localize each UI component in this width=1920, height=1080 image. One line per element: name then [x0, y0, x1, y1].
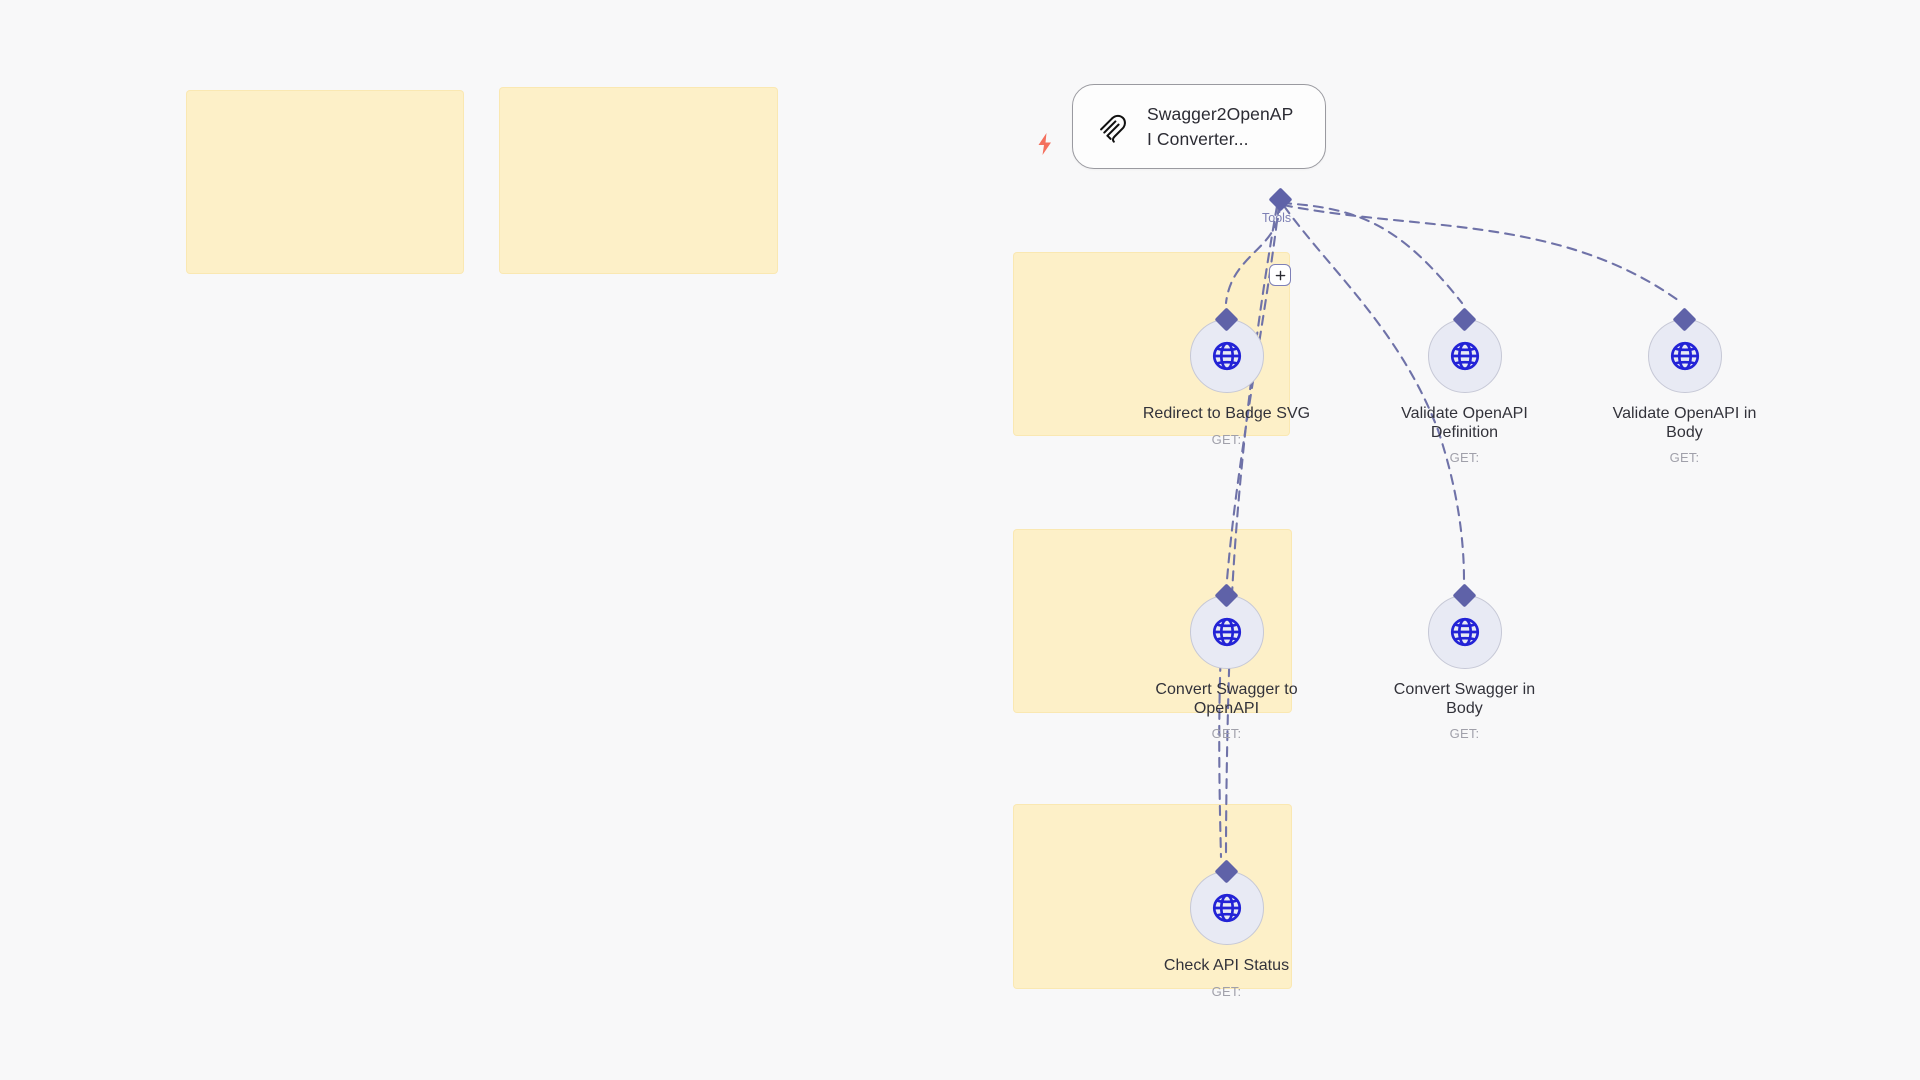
tool-node-validate-openapi-in-body[interactable]: Validate OpenAPI in Body GET:: [1597, 307, 1772, 466]
tool-node-label: Convert Swagger in Body: [1393, 681, 1536, 717]
add-tool-button[interactable]: [1269, 264, 1291, 286]
tool-node-method: GET:: [1211, 983, 1242, 999]
tool-node-label: Redirect to Badge SVG: [1142, 405, 1311, 422]
lightning-bolt-icon: [1034, 131, 1056, 157]
tools-handle-label: Tools: [1262, 211, 1292, 225]
tool-node-label: Check API Status: [1163, 957, 1290, 974]
tool-node-circle[interactable]: [1189, 307, 1264, 393]
tool-node-label: Validate OpenAPI in Body: [1612, 405, 1757, 441]
tool-node-label: Convert Swagger to OpenAPI: [1155, 681, 1298, 717]
globe-icon: [1212, 341, 1241, 371]
tool-node-circle[interactable]: [1427, 307, 1502, 393]
tool-node-circle[interactable]: [1189, 583, 1264, 669]
globe-icon: [1450, 617, 1479, 647]
tool-node-validate-openapi-definition[interactable]: Validate OpenAPI Definition GET:: [1377, 307, 1552, 466]
tool-node-label: Validate OpenAPI Definition: [1401, 405, 1528, 441]
globe-icon: [1670, 341, 1699, 371]
tool-node-check-api-status[interactable]: Check API Status GET:: [1139, 859, 1314, 999]
globe-icon: [1212, 617, 1241, 647]
tool-node-method: GET:: [1669, 450, 1700, 466]
globe-icon: [1212, 893, 1241, 923]
tool-node-convert-swagger-to-openapi[interactable]: Convert Swagger to OpenAPI GET:: [1139, 583, 1314, 742]
globe-icon: [1450, 341, 1479, 371]
tool-input-handle[interactable]: [1672, 307, 1697, 332]
tool-node-method: GET:: [1449, 450, 1480, 466]
tool-node-method: GET:: [1211, 431, 1242, 447]
tool-node-circle[interactable]: [1427, 583, 1502, 669]
agent-node-card[interactable]: Swagger2OpenAPI Converter...: [1072, 84, 1326, 169]
tool-node-redirect-to-badge-svg[interactable]: Redirect to Badge SVG GET:: [1139, 307, 1314, 447]
tools-output-handle[interactable]: [1268, 187, 1293, 212]
tool-node-circle[interactable]: [1647, 307, 1722, 393]
agent-node-title: Swagger2OpenAPI Converter...: [1147, 104, 1294, 149]
tool-node-method: GET:: [1211, 726, 1242, 742]
tool-node-circle[interactable]: [1189, 859, 1264, 945]
tool-input-handle[interactable]: [1452, 307, 1477, 332]
tool-node-convert-swagger-in-body[interactable]: Convert Swagger in Body GET:: [1377, 583, 1552, 742]
highlight-region-1: [187, 91, 463, 273]
plus-icon: [1275, 270, 1285, 280]
highlight-region-2: [500, 88, 777, 273]
edge-to-validate-openapi-definition: [1280, 201, 1464, 305]
tool-node-method: GET:: [1449, 726, 1480, 742]
edge-to-validate-openapi-in-body: [1281, 203, 1684, 305]
squarespace-logo-icon: [1093, 107, 1133, 147]
tool-input-handle[interactable]: [1452, 583, 1477, 608]
